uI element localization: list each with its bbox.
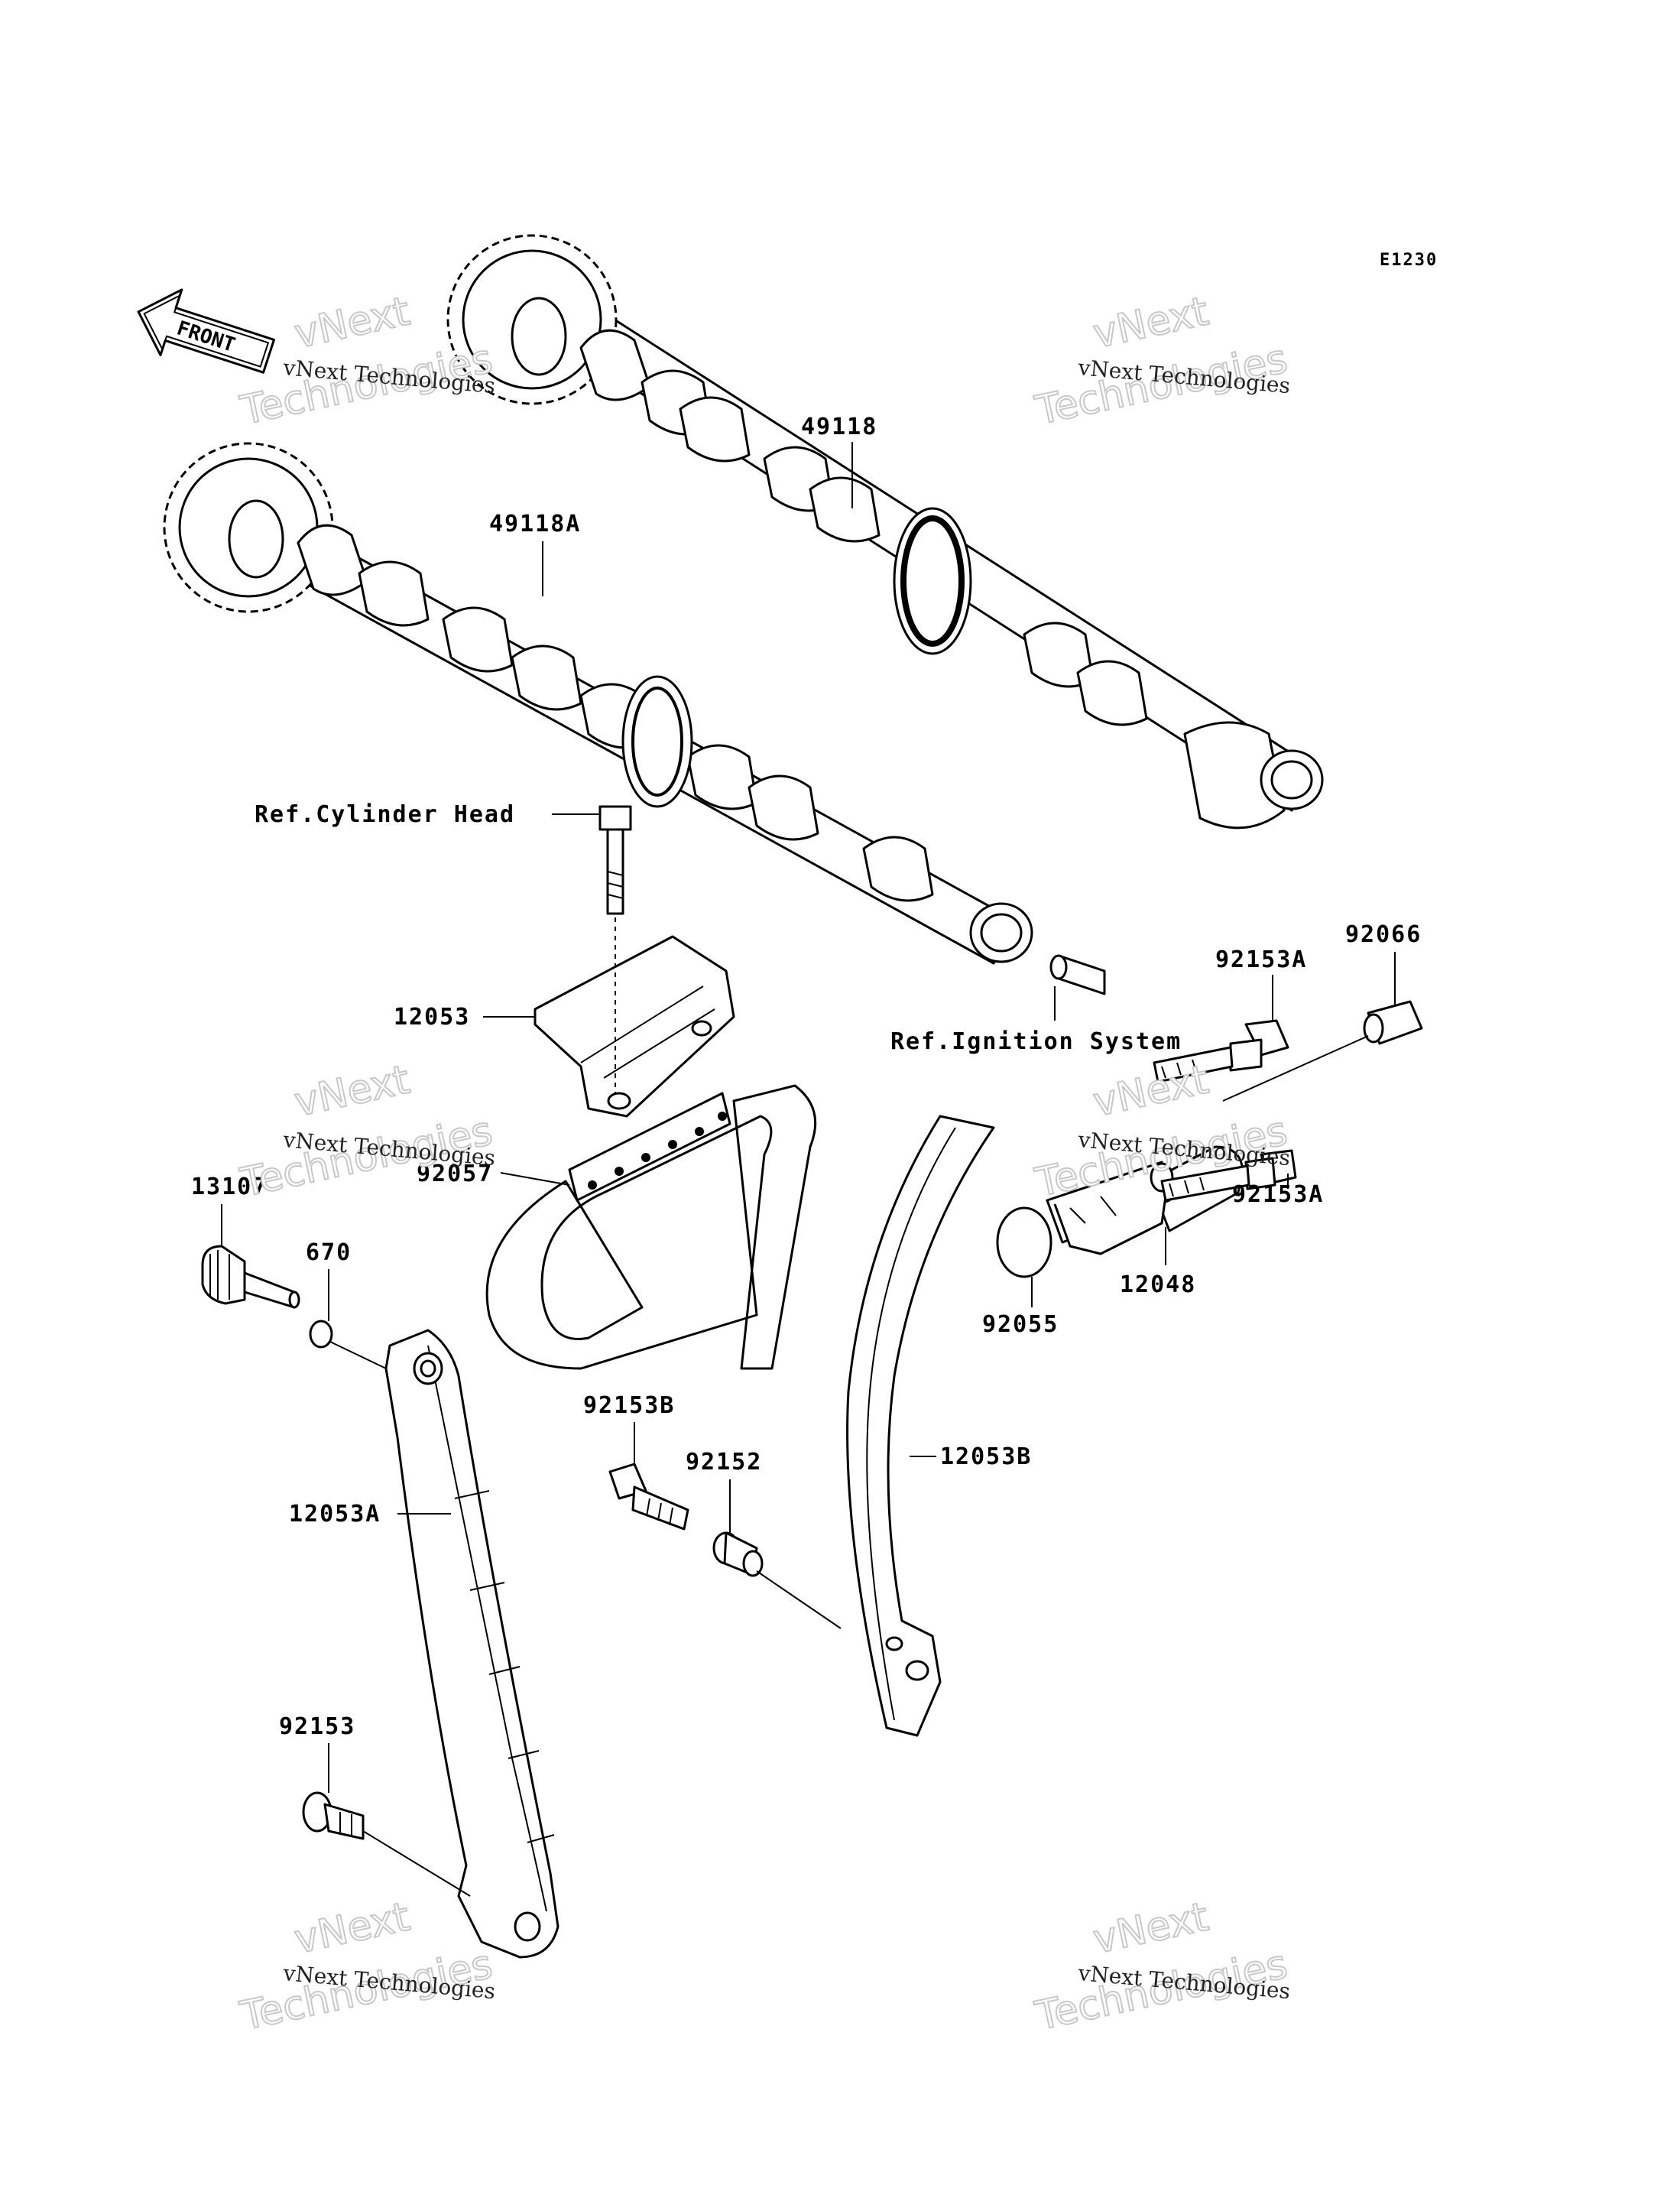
chain-guide-rear <box>384 1329 559 1959</box>
svg-text:vNext: vNext <box>290 288 414 357</box>
bolt-92153a-bottom <box>1160 1149 1297 1202</box>
label-ref-cylinder-head: Ref.Cylinder Head <box>255 801 515 828</box>
cylinder-head-bolt <box>598 805 632 1093</box>
o-ring-92055 <box>996 1206 1052 1278</box>
o-ring-670 <box>309 1320 333 1349</box>
leader-lines <box>221 442 1396 1793</box>
front-arrow-icon: FRONT <box>137 288 275 374</box>
label-bolt-13107: 13107 <box>191 1174 268 1200</box>
label-bolt-92153a-top: 92153A <box>1215 946 1307 973</box>
label-chain-guide-rear: 12053A <box>289 1501 381 1528</box>
label-bolt-92153b: 92153B <box>583 1392 675 1419</box>
svg-text:vNext: vNext <box>1089 1057 1212 1125</box>
label-chain: 92057 <box>417 1161 493 1187</box>
label-o-ring-670: 670 <box>306 1239 352 1266</box>
svg-text:vNext: vNext <box>290 1057 414 1125</box>
chain-guide-upper <box>534 935 735 1118</box>
svg-text:vNext: vNext <box>1089 1894 1212 1963</box>
bolt-92153b <box>608 1463 689 1531</box>
label-ref-ignition-system: Ref.Ignition System <box>890 1028 1182 1055</box>
dowel-pin <box>1049 954 1106 995</box>
bolt-13107 <box>201 1245 300 1309</box>
label-chain-guide-front: 12053B <box>940 1443 1032 1470</box>
watermark-bottom-right: vNext Technologies vNext Technologies <box>1030 1893 1292 2040</box>
label-tensioner: 12048 <box>1120 1271 1196 1298</box>
label-collar: 92152 <box>686 1449 762 1476</box>
label-camshaft-exhaust: 49118 <box>801 414 877 440</box>
chain-tensioner <box>1046 1145 1244 1255</box>
chain-guide-front <box>846 1115 995 1737</box>
label-bolt-92153a-bottom: 92153A <box>1232 1181 1324 1208</box>
label-plug: 92066 <box>1345 921 1422 948</box>
watermark-top-right: vNext Technologies vNext Technologies <box>1030 287 1292 434</box>
diagram-code: E1230 <box>1380 251 1438 270</box>
camshaft-intake <box>163 442 1033 965</box>
plug-92066 <box>1222 1000 1423 1102</box>
label-bolt-92153: 92153 <box>279 1713 355 1740</box>
label-camshaft-intake: 49118A <box>489 511 581 537</box>
camshaft-exhaust <box>446 234 1324 830</box>
bolt-92153 <box>302 1791 471 1897</box>
label-o-ring-92055: 92055 <box>982 1311 1059 1338</box>
watermark-bottom-left: vNext Technologies vNext Technologies <box>235 1893 497 2040</box>
svg-text:vNext: vNext <box>1089 288 1212 357</box>
bolt-92153a-top <box>1153 1019 1289 1083</box>
svg-text:vNext: vNext <box>290 1894 414 1963</box>
collar-92152 <box>712 1531 842 1629</box>
label-chain-guide-upper: 12053 <box>394 1004 470 1031</box>
timing-chain <box>485 1084 817 1370</box>
